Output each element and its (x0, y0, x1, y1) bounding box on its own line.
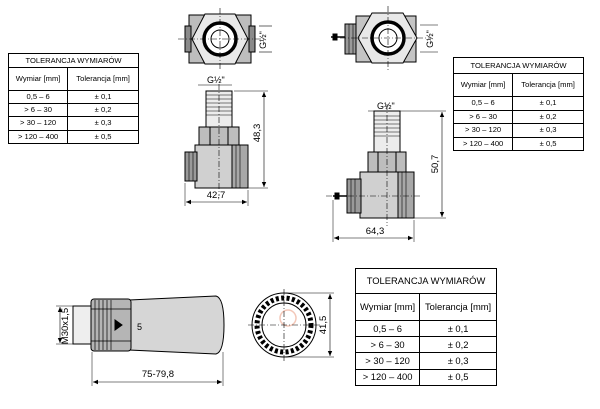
cell-range: > 120 – 400 (452, 136, 514, 151)
cell-tolerance: ± 0,1 (67, 89, 139, 105)
cell-range: > 30 – 120 (452, 123, 514, 138)
col-header-tolerance: Tolerancja [mm] (419, 293, 497, 321)
straight-valve-top-view (178, 8, 262, 70)
table-row: > 6 – 30± 0,2 (354, 336, 497, 354)
table-title: TOLERANCJA WYMIARÓW (8, 53, 139, 68)
col-header-tolerance: Tolerancja [mm] (512, 73, 584, 97)
cell-tolerance: ± 0,1 (512, 96, 584, 111)
thermo-head-end-view (248, 289, 320, 361)
cell-tolerance: ± 0,2 (67, 103, 139, 118)
cell-tolerance: ± 0,5 (67, 129, 139, 144)
table-title: TOLERANCJA WYMIARÓW (355, 268, 497, 294)
angle-valve-side-view (326, 104, 420, 226)
table-row: > 120 – 400± 0,5 (7, 129, 139, 144)
thread-label-2: G½" (207, 75, 225, 85)
cell-tolerance: ± 0,3 (512, 123, 584, 138)
cell-range: > 6 – 30 (354, 336, 421, 354)
cell-tolerance: ± 0,3 (419, 352, 497, 370)
table-row: > 120 – 400± 0,5 (452, 136, 584, 151)
cell-range: > 6 – 30 (452, 109, 514, 124)
cell-tolerance: ± 0,2 (419, 336, 497, 354)
dim-head-length: 75-79,8 (142, 369, 174, 380)
cell-tolerance: ± 0,1 (419, 319, 497, 338)
dim-straight-width: 42,7 (207, 190, 226, 201)
cell-range: > 30 – 120 (7, 116, 69, 131)
table-row: > 30 – 120± 0,3 (354, 352, 497, 370)
thread-label-4: G½" (377, 101, 395, 111)
tolerance-table-2: TOLERANCJA WYMIARÓW Wymiar [mm] Toleranc… (452, 57, 584, 151)
thread-label-3: G½" (425, 30, 435, 48)
cell-range: 0,5 – 6 (452, 96, 514, 111)
table-row: > 30 – 120± 0,3 (7, 116, 139, 131)
cell-tolerance: ± 0,3 (67, 116, 139, 131)
col-header-tolerance: Tolerancja [mm] (67, 67, 139, 91)
table-title: TOLERANCJA WYMIARÓW (453, 57, 584, 74)
tolerance-table-3: TOLERANCJA WYMIARÓW Wymiar [mm] Toleranc… (354, 268, 497, 386)
cell-range: > 120 – 400 (354, 368, 421, 386)
table-row: > 6 – 30± 0,2 (452, 109, 584, 124)
col-header-dimension: Wymiar [mm] (7, 67, 69, 91)
dim-head-thread: M30x1,5 (60, 308, 71, 344)
straight-valve-side-view (184, 84, 249, 196)
cell-range: > 120 – 400 (7, 129, 69, 144)
dim-angle-width: 64,3 (366, 226, 385, 237)
dim-head-diameter: 41,5 (318, 316, 329, 335)
table-row: > 120 – 400± 0,5 (354, 368, 497, 386)
table-row: 0,5 – 6± 0,1 (354, 319, 497, 338)
tolerance-table-1: TOLERANCJA WYMIARÓW Wymiar [mm] Toleranc… (7, 53, 139, 144)
cell-range: 0,5 – 6 (354, 319, 421, 338)
cell-tolerance: ± 0,5 (419, 368, 497, 386)
thermo-head-side-view (72, 295, 225, 355)
table-row: 0,5 – 6± 0,1 (7, 89, 139, 105)
col-header-dimension: Wymiar [mm] (452, 73, 514, 97)
head-scale-mark: 5 (137, 322, 142, 332)
table-row: > 6 – 30± 0,2 (7, 103, 139, 118)
cell-tolerance: ± 0,5 (512, 136, 584, 151)
dim-angle-height: 50,7 (430, 155, 441, 174)
cell-range: > 30 – 120 (354, 352, 421, 370)
angle-valve-top-view (331, 6, 430, 70)
table-row: > 30 – 120± 0,3 (452, 123, 584, 138)
cell-range: > 6 – 30 (7, 103, 69, 118)
col-header-dimension: Wymiar [mm] (354, 293, 421, 321)
cell-tolerance: ± 0,2 (512, 109, 584, 124)
cell-range: 0,5 – 6 (7, 89, 69, 105)
dim-straight-height: 48,3 (252, 124, 263, 143)
thread-label-1: G½" (258, 31, 268, 49)
table-row: 0,5 – 6± 0,1 (452, 96, 584, 111)
